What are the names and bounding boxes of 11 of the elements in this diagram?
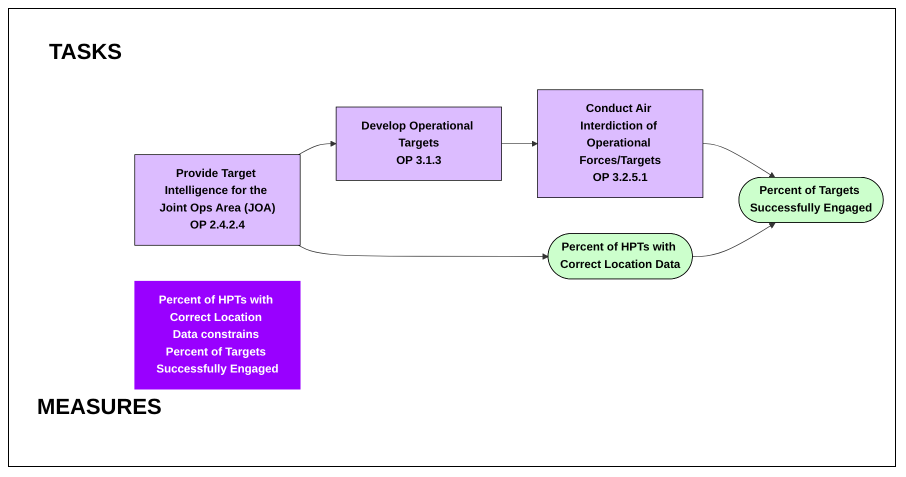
node-box: Percent of HPTs with Correct Location Data constrains Percent of Targets Successfully Engaged — [134, 280, 301, 390]
arrow — [298, 140, 336, 155]
node-box: Provide Target Intelligence for the Joint Ops Area (JOA) OP 2.4.2.4 — [134, 154, 301, 246]
arrow — [501, 140, 538, 146]
section-heading: TASKS — [49, 39, 122, 65]
node-box: Conduct Air Interdiction of Operational Forces/Targets OP 3.2.5.1 — [537, 88, 704, 198]
arrow — [702, 142, 776, 178]
arrow — [298, 244, 549, 260]
arrow — [692, 222, 776, 257]
node-box: Develop Operational Targets OP 3.1.3 — [336, 106, 502, 180]
section-heading: MEASURES — [37, 394, 162, 420]
